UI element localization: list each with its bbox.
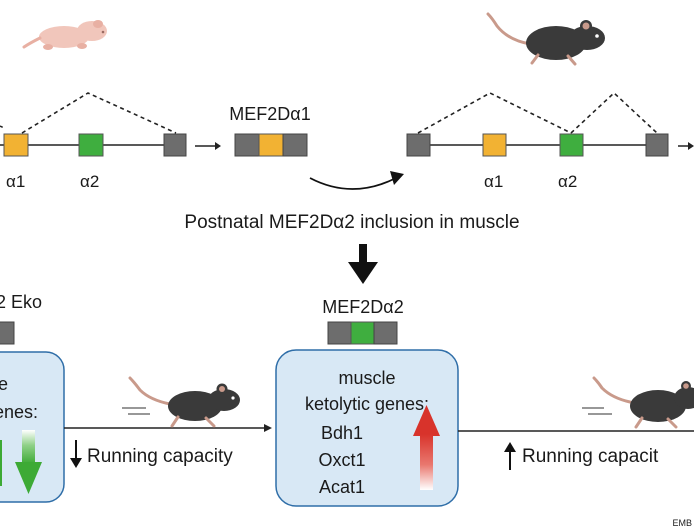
left-knockout-label: 2 Eko bbox=[0, 292, 42, 312]
splice-path-left bbox=[21, 92, 177, 134]
caption: Postnatal MEF2Dα2 inclusion in muscle bbox=[184, 212, 519, 233]
exon-alpha1-right bbox=[482, 133, 507, 157]
exon-alpha2-right bbox=[559, 133, 584, 157]
left-knockout-exon bbox=[0, 321, 15, 345]
left-gene-model bbox=[0, 92, 221, 157]
exon-gray-right-end bbox=[645, 133, 669, 157]
center-gene-box bbox=[275, 349, 459, 507]
gene-oxct1: Oxct1 bbox=[318, 450, 365, 470]
mef2d-alpha1-transcript bbox=[234, 133, 308, 157]
gene-acat1: Acat1 bbox=[319, 477, 365, 497]
down-arrow-green bbox=[15, 430, 42, 494]
arrow-down-icon bbox=[70, 440, 82, 468]
mef2d-alpha2-transcript bbox=[327, 321, 398, 345]
down-arrow-large bbox=[348, 244, 378, 284]
down-arrow-green-partial bbox=[0, 440, 2, 486]
adult-mouse-icon bbox=[486, 12, 605, 66]
exon-alpha1-left bbox=[3, 133, 29, 157]
right-gene-model bbox=[406, 91, 694, 157]
up-arrow-red bbox=[413, 405, 440, 490]
gene-bdh1: Bdh1 bbox=[321, 423, 363, 443]
left-alpha2-label: α2 bbox=[80, 172, 99, 191]
top-isoform-label: MEF2Dα1 bbox=[229, 104, 310, 124]
right-alpha1-label: α1 bbox=[484, 172, 503, 191]
left-running-text: Running capacity bbox=[87, 446, 233, 467]
right-running-text: Running capacit bbox=[522, 446, 659, 467]
credit-text: EMB bbox=[672, 518, 692, 528]
exon-alpha2-left bbox=[78, 133, 104, 157]
running-mouse-right-icon bbox=[582, 376, 694, 429]
center-box-line-2: ketolytic genes: bbox=[305, 394, 429, 414]
center-box-line-1: muscle bbox=[338, 368, 395, 388]
exon-gray-right-start bbox=[406, 133, 431, 157]
running-mouse-left-icon bbox=[122, 376, 240, 428]
exon-gray-left-end bbox=[163, 133, 187, 157]
right-alpha2-label: α2 bbox=[558, 172, 577, 191]
left-alpha1-label: α1 bbox=[6, 172, 25, 191]
left-box-line-1: e bbox=[0, 374, 8, 394]
transition-arrow bbox=[309, 171, 404, 190]
bottom-isoform-label: MEF2Dα2 bbox=[322, 297, 403, 317]
left-gene-box bbox=[0, 351, 65, 503]
left-box-line-2: enes: bbox=[0, 402, 38, 422]
arrow-up-icon bbox=[504, 442, 516, 470]
pup-icon bbox=[22, 20, 107, 50]
